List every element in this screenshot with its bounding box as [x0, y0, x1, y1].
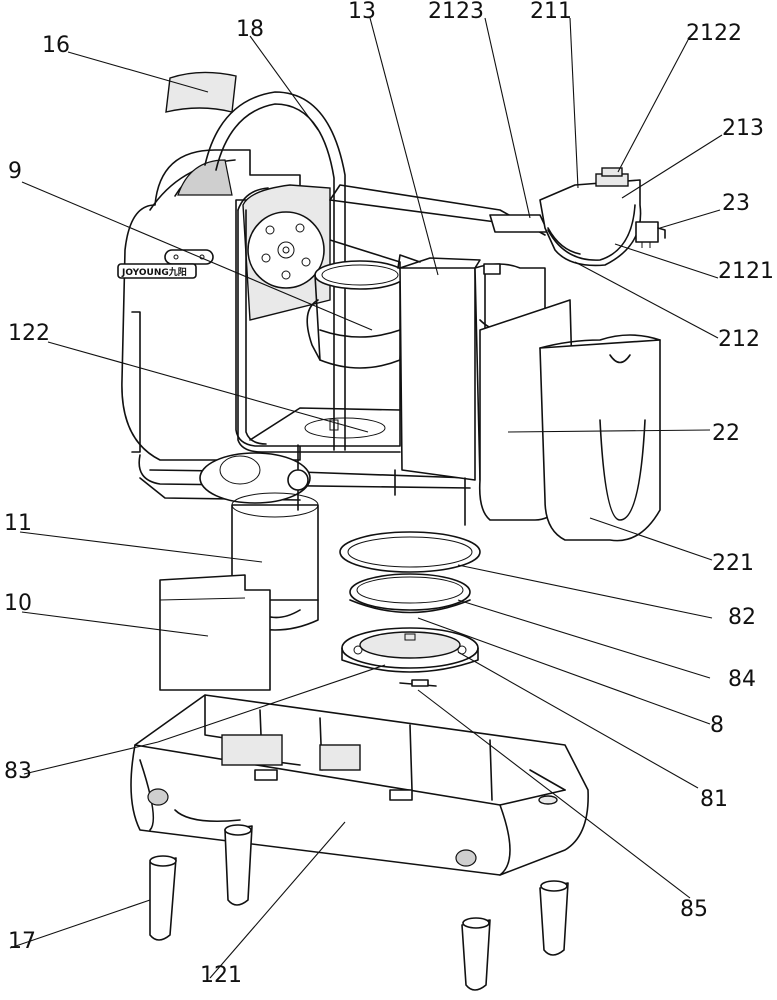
part-211-top-lid: [330, 168, 641, 265]
label-8: 8: [710, 713, 724, 738]
label-121: 121: [200, 963, 242, 988]
label-16: 16: [42, 33, 70, 58]
part-85-small-pin: [400, 680, 436, 686]
label-213: 213: [722, 116, 764, 141]
label-211: 211: [530, 0, 572, 24]
part-84-seal-ring: [350, 574, 470, 613]
label-82: 82: [728, 605, 756, 630]
brand-badge: JOYOUNG九阳: [121, 266, 187, 278]
label-18: 18: [236, 17, 264, 42]
label-85: 85: [680, 897, 708, 922]
label-23: 23: [722, 191, 750, 216]
label-221: 221: [712, 551, 754, 576]
label-84: 84: [728, 667, 756, 692]
label-22: 22: [712, 421, 740, 446]
part-23-micro-switch: [636, 222, 665, 248]
part-22-side-tank: [480, 300, 660, 541]
label-122: 122: [8, 321, 50, 346]
label-13: 13: [348, 0, 376, 24]
label-83: 83: [4, 759, 32, 784]
label-17: 17: [8, 929, 36, 954]
label-81: 81: [700, 787, 728, 812]
label-2123: 2123: [428, 0, 484, 24]
label-10: 10: [4, 591, 32, 616]
part-16-cover-plate: [166, 72, 236, 112]
label-9: 9: [8, 159, 22, 184]
label-11: 11: [4, 511, 32, 536]
part-121-base: [131, 695, 588, 875]
part-8-heater-plate: [342, 628, 478, 672]
label-2122: 2122: [686, 21, 742, 46]
part-82-gasket-ring: [340, 532, 480, 572]
label-212: 212: [718, 327, 760, 352]
label-2121: 2121: [718, 259, 774, 284]
part-10-circuit-board: [160, 575, 270, 690]
